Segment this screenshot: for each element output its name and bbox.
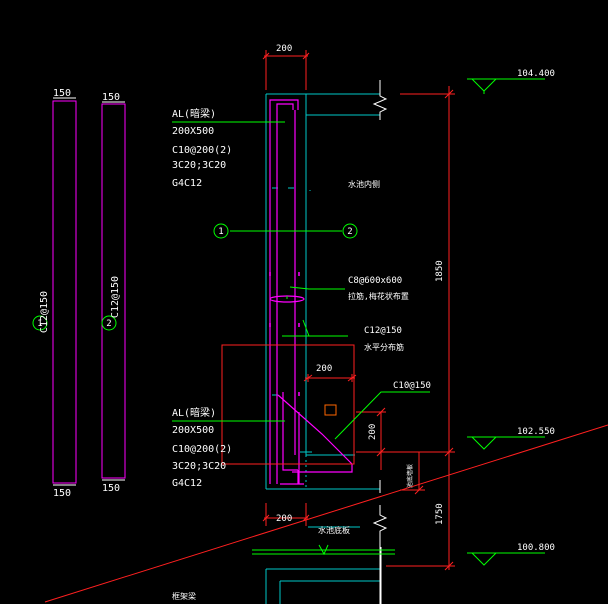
elevation-marker-mid — [467, 436, 545, 450]
inner-side-label: 水池内侧 — [348, 179, 380, 189]
section-marker-1-circle — [213, 223, 229, 239]
elevation-bottom-text: 100.800 — [517, 543, 555, 553]
bar-shape-1-marker-circle — [32, 315, 48, 331]
elevation-marker-bottom — [467, 552, 545, 566]
bar-shape-2-label: C12@150 — [110, 276, 121, 318]
pool-bottom-break — [318, 544, 329, 556]
section-marker-1: 1 — [218, 227, 223, 237]
beam-top-name: AL(暗梁) — [172, 107, 216, 120]
beam-bottom-name: AL(暗梁) — [172, 406, 216, 419]
haunch-bar-label: C10@150 — [393, 381, 431, 391]
bar-shape-1-marker-number: 1 — [37, 319, 42, 329]
section-marker-2-circle — [342, 223, 358, 239]
wall-section — [265, 93, 380, 604]
beam-top-stirrup: C10@200(2) — [172, 145, 232, 156]
haunch-detail — [221, 344, 386, 470]
bar-shape-2-outline — [101, 103, 126, 479]
bar-shape-2: 150 150 2 C12@150 — [101, 92, 126, 494]
haunch-width-text: 200 — [316, 364, 332, 374]
bar-shape-2-marker-circle — [101, 315, 117, 331]
bottom-width-dimension — [262, 503, 310, 526]
beam-bottom-stirrup: C10@200(2) — [172, 444, 232, 455]
bar-shape-2-bottom-dim: 150 — [102, 483, 120, 494]
tie-note-label: 拉筋,梅花状布置 — [348, 291, 409, 301]
top-width-dimension: 200 — [262, 44, 310, 90]
beam-bottom-size: 200X500 — [172, 425, 214, 436]
beam-bottom-main: 3C20;3C20 — [172, 461, 226, 472]
section-diagonal-line — [44, 424, 608, 603]
wall-rebar — [269, 99, 353, 485]
leader-lines — [172, 121, 430, 555]
section-marker-2: 2 — [347, 227, 352, 237]
bar-shape-2-top-dim: 150 — [102, 92, 120, 103]
beam-annotation-bottom: AL(暗梁) 200X500 C10@200(2) 3C20;3C20 G4C1… — [172, 406, 232, 489]
bar-shape-1-top-dim: 150 — [53, 88, 71, 99]
bar-shape-1: 150 150 1 C12@150 — [32, 88, 77, 499]
haunch-height-text: 200 — [368, 424, 378, 440]
beam-top-size: 200X500 — [172, 126, 214, 137]
bar-shape-1-label: C12@150 — [39, 291, 50, 333]
height-lower-text: 1750 — [435, 503, 445, 525]
beam-bottom-side: G4C12 — [172, 478, 202, 489]
beam-top-side: G4C12 — [172, 178, 202, 189]
bar-shape-1-bottom-dim: 150 — [53, 488, 71, 499]
top-width-text: 200 — [276, 44, 292, 54]
rebar-dots — [269, 272, 300, 396]
beam-top-main: 3C20;3C20 — [172, 160, 226, 171]
elevation-mid-text: 102.550 — [517, 427, 555, 437]
bottom-width-text: 200 — [276, 514, 292, 524]
frame-beam-label: 框架梁 — [172, 591, 196, 601]
tie-label: C8@600x600 — [348, 276, 402, 286]
beam-annotation-top: AL(暗梁) 200X500 C10@200(2) 3C20;3C20 G4C1… — [172, 107, 232, 189]
vertical-dimension — [386, 86, 455, 571]
height-upper-text: 1850 — [435, 260, 445, 282]
elevation-marker-top — [467, 78, 545, 94]
bar-shape-2-marker-number: 2 — [106, 319, 111, 329]
bar-shape-1-outline — [52, 100, 77, 484]
horizontal-bar-note: 水平分布筋 — [364, 342, 404, 352]
break-lines — [372, 80, 388, 604]
horizontal-bar-label: C12@150 — [364, 326, 402, 336]
slab-thickness-text: 池底墙板 — [406, 464, 414, 488]
elevation-top-text: 104.400 — [517, 69, 555, 79]
pool-bottom-label: 水池底板 — [318, 525, 350, 535]
